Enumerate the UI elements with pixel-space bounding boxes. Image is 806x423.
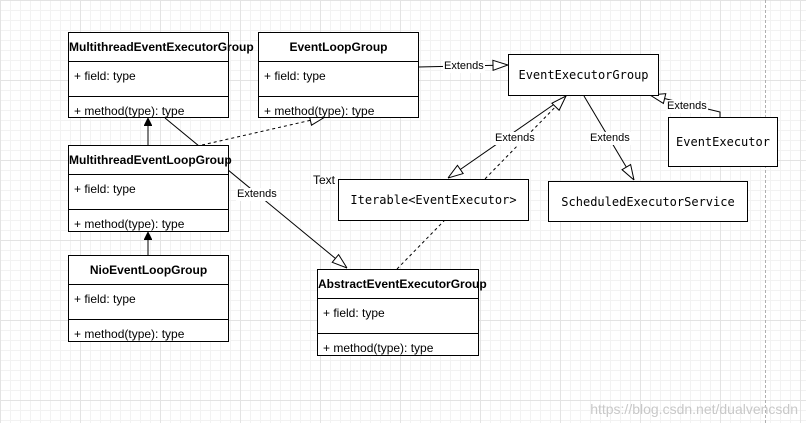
class-method: + method(type): type bbox=[74, 217, 185, 231]
class-nio-event-loop-group[interactable]: NioEventLoopGroup + field: type + method… bbox=[68, 255, 229, 342]
watermark: https://blog.csdn.net/dualvencsdn bbox=[590, 401, 798, 417]
class-title: EventLoopGroup bbox=[259, 33, 418, 62]
page-boundary bbox=[765, 0, 766, 423]
class-field: + field: type bbox=[74, 292, 136, 306]
interface-event-executor-group[interactable]: EventExecutorGroup bbox=[508, 54, 659, 96]
class-divider bbox=[259, 90, 418, 97]
class-event-loop-group[interactable]: EventLoopGroup + field: type + method(ty… bbox=[258, 32, 419, 118]
interface-scheduled-executor-service[interactable]: ScheduledExecutorService bbox=[548, 181, 748, 222]
class-multithread-event-loop-group[interactable]: MultithreadEventLoopGroup + field: type … bbox=[68, 145, 232, 232]
edge-label-elg-to-eeg: Extends bbox=[443, 60, 485, 73]
class-divider bbox=[318, 327, 478, 334]
class-divider bbox=[69, 313, 228, 320]
class-method: + method(type): type bbox=[264, 104, 375, 118]
interface-iterable-event-executor[interactable]: Iterable<EventExecutor> bbox=[338, 179, 529, 221]
interface-event-executor[interactable]: EventExecutor bbox=[668, 117, 778, 167]
class-field: + field: type bbox=[323, 306, 385, 320]
text-placeholder: Text bbox=[313, 173, 336, 187]
class-field: + field: type bbox=[264, 69, 326, 83]
class-title: MultithreadEventLoopGroup bbox=[69, 146, 232, 175]
class-title: MultithreadEventExecutorGroup bbox=[69, 33, 254, 62]
class-method: + method(type): type bbox=[74, 104, 185, 118]
class-divider bbox=[69, 90, 228, 97]
class-divider bbox=[69, 203, 228, 210]
class-field: + field: type bbox=[74, 182, 136, 196]
class-method: + method(type): type bbox=[74, 327, 185, 341]
class-field: + field: type bbox=[74, 69, 136, 83]
class-title: NioEventLoopGroup bbox=[69, 256, 228, 285]
class-title: AbstractEventExecutorGroup bbox=[318, 270, 487, 299]
edge-label-eeg-to-ses: Extends bbox=[589, 132, 631, 145]
class-multithread-event-executor-group[interactable]: MultithreadEventExecutorGroup + field: t… bbox=[68, 32, 254, 118]
edge-label-ee-to-eeg: Extends bbox=[666, 100, 708, 113]
edge-label-mteeg-to-aeeg: Extends bbox=[236, 188, 278, 201]
edge-label-eeg-to-iterable: Extends bbox=[494, 132, 536, 145]
class-abstract-event-executor-group[interactable]: AbstractEventExecutorGroup + field: type… bbox=[317, 269, 487, 356]
class-method: + method(type): type bbox=[323, 341, 434, 355]
